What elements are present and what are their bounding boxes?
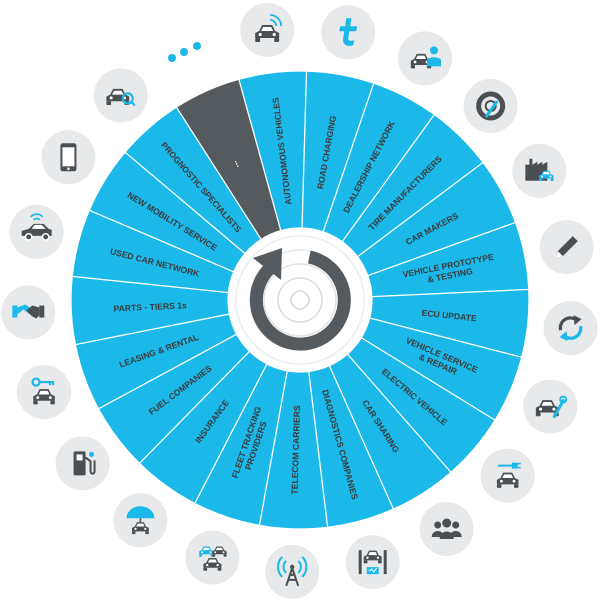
fleet-cars-icon — [185, 530, 240, 585]
segment-label: PARTS - TIERS 1s — [113, 300, 187, 313]
pencil-icon — [539, 220, 594, 275]
dealer-car-person-icon — [397, 31, 452, 86]
fuel-pump-icon — [55, 436, 110, 491]
electric-car-plug-icon — [480, 448, 535, 503]
car-wrench-icon — [523, 379, 578, 434]
people-group-icon — [419, 502, 474, 557]
car-key-icon — [17, 365, 72, 420]
factory-car-icon — [512, 143, 567, 198]
umbrella-car-icon — [113, 493, 168, 548]
center-hub — [228, 228, 372, 372]
segment-label: ... — [233, 158, 245, 169]
cell-tower-icon — [265, 544, 320, 599]
connected-car-icon — [240, 2, 295, 57]
handshake-icon — [1, 285, 56, 340]
toll-t-icon — [321, 5, 376, 60]
tire-wrench-icon — [463, 78, 518, 133]
car-side-icon — [9, 204, 64, 259]
segment-label: TELECOM CARRIERS — [289, 405, 302, 495]
car-magnifier-icon — [93, 68, 148, 123]
smartphone-icon — [41, 130, 96, 185]
car-lift-diagnostics-icon — [345, 535, 400, 590]
refresh-arrows-icon — [543, 301, 598, 356]
cycle-arrow-icon — [249, 248, 351, 351]
more-ellipsis-icon — [168, 42, 201, 62]
